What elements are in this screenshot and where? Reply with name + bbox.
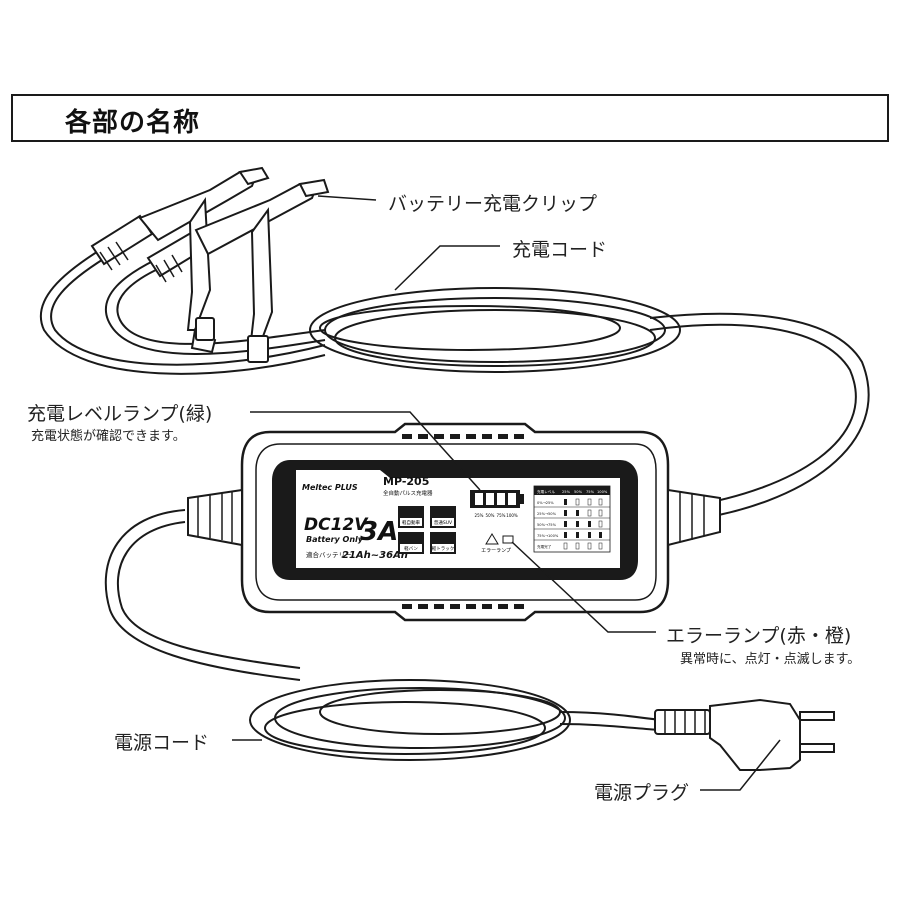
table-row-3: 75%→100% xyxy=(537,534,559,538)
table-header-1: 25% xyxy=(562,490,571,494)
error-lamp-caption: エラーランプ xyxy=(481,548,511,554)
vehicle-icon-2: 普通SUV xyxy=(434,519,453,526)
vehicle-icon-4: 軽トラック xyxy=(432,545,455,552)
device-model: MP-205 xyxy=(383,475,429,488)
table-row-4: 充電完了 xyxy=(537,544,552,549)
status-table: 充電レベル 25% 50% 75% 100% 0%→25% 25%→50% 50… xyxy=(533,485,611,553)
table-row-2: 50%→75% xyxy=(537,523,557,527)
section-header: 各部の名称 xyxy=(11,94,889,142)
vehicle-icons: 軽自動車 普通SUV 軽バン 軽トラック xyxy=(398,506,456,554)
table-header-2: 50% xyxy=(574,490,583,494)
device-brand: Meltec PLUS xyxy=(302,483,358,492)
label-error-lamp-note: 異常時に、点灯・点滅します。 xyxy=(680,652,861,667)
device-capacity-label: 適合バッテリー xyxy=(306,550,352,559)
label-battery-clip: バッテリー充電クリップ xyxy=(388,193,598,215)
label-error-lamp: エラーランプ(赤・橙) xyxy=(666,625,852,647)
level-tick-3: 75% xyxy=(497,513,506,518)
device-capacity: 21Ah~36Ah xyxy=(342,550,408,561)
clip-cable-right xyxy=(116,267,326,345)
vehicle-icon-3: 軽バン xyxy=(404,545,418,552)
label-level-lamp-note: 充電状態が確認できます。 xyxy=(31,429,186,444)
table-row-1: 25%→50% xyxy=(537,512,557,516)
charge-cord xyxy=(649,323,857,507)
device-current: 3A xyxy=(360,517,398,547)
table-header-4: 100% xyxy=(597,490,608,494)
vehicle-icon-1: 軽自動車 xyxy=(402,519,420,526)
label-charge-cord: 充電コード xyxy=(512,239,608,261)
table-row-0: 0%→25% xyxy=(537,501,554,505)
clip-cable-left xyxy=(50,257,326,366)
table-header-0: 充電レベル xyxy=(537,489,555,494)
device-model-sub: 全自動パルス充電器 xyxy=(383,489,433,497)
device-battery-only: Battery Only xyxy=(306,535,364,544)
leader-lines xyxy=(232,195,781,791)
warning-icon xyxy=(485,533,499,545)
error-lamp: エラーランプ xyxy=(481,533,514,554)
device-voltage: DC12V xyxy=(304,515,369,535)
level-tick-1: 25% xyxy=(475,513,484,518)
label-power-plug: 電源プラグ xyxy=(594,782,690,804)
power-cord xyxy=(104,509,661,761)
power-plug xyxy=(654,698,835,771)
section-title: 各部の名称 xyxy=(65,108,201,138)
label-power-cord: 電源コード xyxy=(114,732,210,754)
label-level-lamp: 充電レベルランプ(緑) xyxy=(27,403,213,425)
level-tick-4: 100% xyxy=(506,513,518,518)
clip-right xyxy=(194,178,330,363)
charge-level-lamp: 25% 50% 75% 100% xyxy=(470,490,524,518)
clip-left xyxy=(138,166,270,354)
table-header-3: 75% xyxy=(586,490,595,494)
level-tick-2: 50% xyxy=(486,513,495,518)
clip-boots xyxy=(90,214,208,283)
